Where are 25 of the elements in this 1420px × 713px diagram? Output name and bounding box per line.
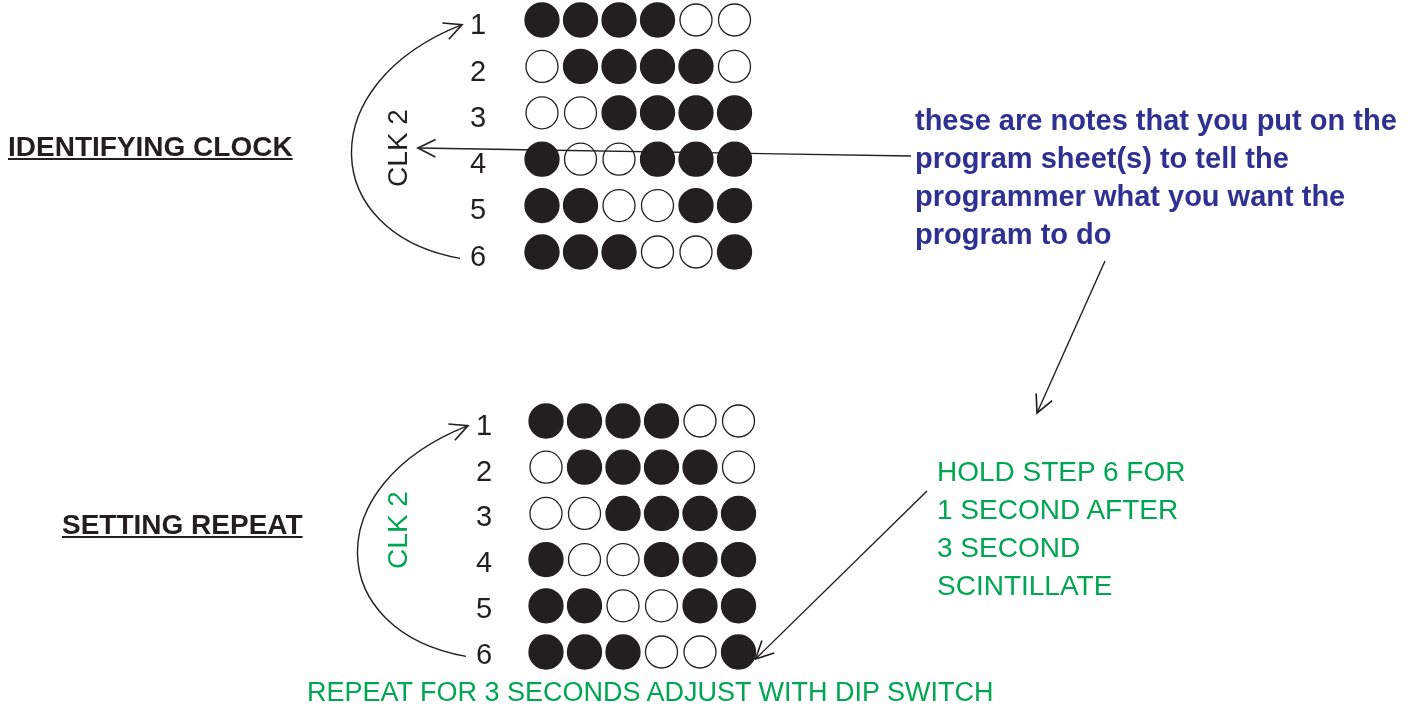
note-text: these are notes that you put on the program sheet(s) to tell the programmer what you want the program to do [915,101,1415,253]
clock-label: CLK 2 [383,491,412,569]
row-number: 2 [476,455,493,489]
note-text: REPEAT FOR 3 SECONDS ADJUST WITH DIP SWITCH [307,677,994,709]
section-heading: IDENTIFYING CLOCK [8,131,293,164]
dot-matrix-drawing [528,403,757,670]
row-number: 6 [476,638,493,672]
row-number: 1 [470,8,487,42]
row-number: 3 [470,101,487,135]
note-text: HOLD STEP 6 FOR 1 SECOND AFTER 3 SECOND SCINTILLATE [937,453,1187,605]
row-number: 2 [470,55,487,89]
section-heading: SETTING REPEAT [62,509,303,542]
row-number: 3 [476,500,493,534]
arrow [754,490,928,660]
row-number: 6 [470,240,487,274]
arrow [356,424,469,658]
clock-label: CLK 2 [383,109,412,187]
arrow [350,23,463,260]
row-number: 5 [476,592,493,626]
arrow [417,138,912,158]
arrow [1035,260,1106,414]
row-number: 4 [470,147,487,181]
row-number: 4 [476,546,493,580]
row-number: 5 [470,193,487,227]
row-number: 1 [476,409,493,443]
